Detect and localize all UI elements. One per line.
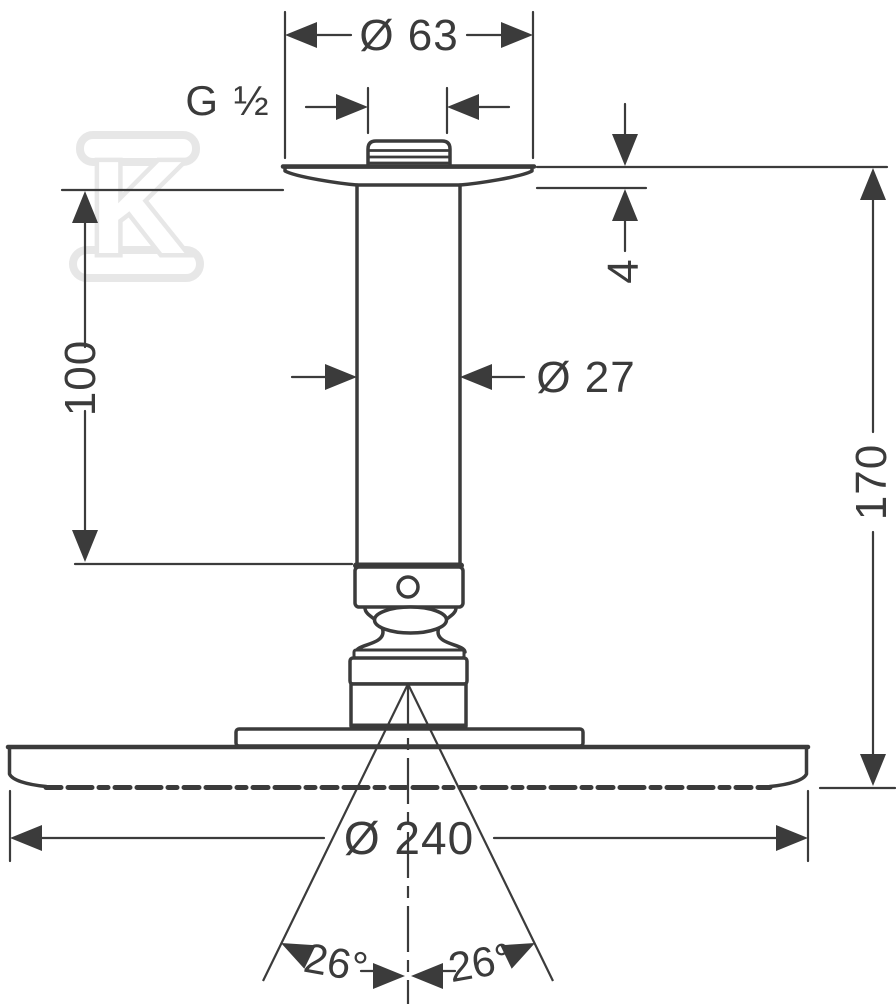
dim-thread-size: G ½ bbox=[185, 77, 511, 135]
fixture-outline bbox=[5, 139, 811, 790]
ceiling-plate bbox=[280, 164, 537, 187]
dim-label-arm-diameter: Ø 27 bbox=[536, 353, 635, 402]
dim-spray-angles: 26° 26° bbox=[281, 934, 535, 991]
ball-joint bbox=[354, 605, 467, 654]
watermark-logo: K bbox=[69, 130, 204, 286]
watermark-bottom-bar bbox=[69, 246, 204, 282]
dim-flange-diameter: Ø 63 bbox=[283, 10, 535, 160]
spray-line-left bbox=[262, 683, 409, 982]
dim-label-spray-angle-right: 26° bbox=[445, 934, 516, 991]
spray-angle-lines bbox=[262, 683, 554, 1004]
watermark-top-bar bbox=[76, 131, 200, 166]
dim-label-thread-size: G ½ bbox=[185, 77, 270, 124]
dim-label-head-diameter: Ø 240 bbox=[344, 812, 474, 864]
pin-hole bbox=[396, 575, 420, 599]
head-mount-plate bbox=[234, 727, 585, 748]
dim-flange-thickness: 4 bbox=[535, 102, 889, 284]
dimensions: Ø 63 G ½ 4 bbox=[8, 10, 896, 991]
connector-nut bbox=[348, 648, 469, 686]
thread-connector bbox=[366, 139, 452, 168]
dim-arm-diameter: Ø 27 bbox=[290, 353, 635, 402]
dim-label-flange-diameter: Ø 63 bbox=[359, 11, 458, 60]
dim-label-flange-thickness: 4 bbox=[599, 258, 648, 283]
dim-arm-length: 100 bbox=[56, 188, 354, 566]
shower-arm-pipe bbox=[353, 183, 464, 569]
dim-overall-height: 170 bbox=[818, 168, 896, 790]
watermark-letter: K bbox=[90, 134, 185, 281]
dim-label-arm-length: 100 bbox=[56, 340, 105, 416]
dim-label-overall-height: 170 bbox=[847, 444, 896, 520]
dim-head-diameter: Ø 240 bbox=[8, 789, 810, 864]
spray-line-right bbox=[407, 683, 554, 982]
dim-label-spray-angle-left: 26° bbox=[301, 934, 372, 991]
arm-collar bbox=[353, 565, 465, 609]
